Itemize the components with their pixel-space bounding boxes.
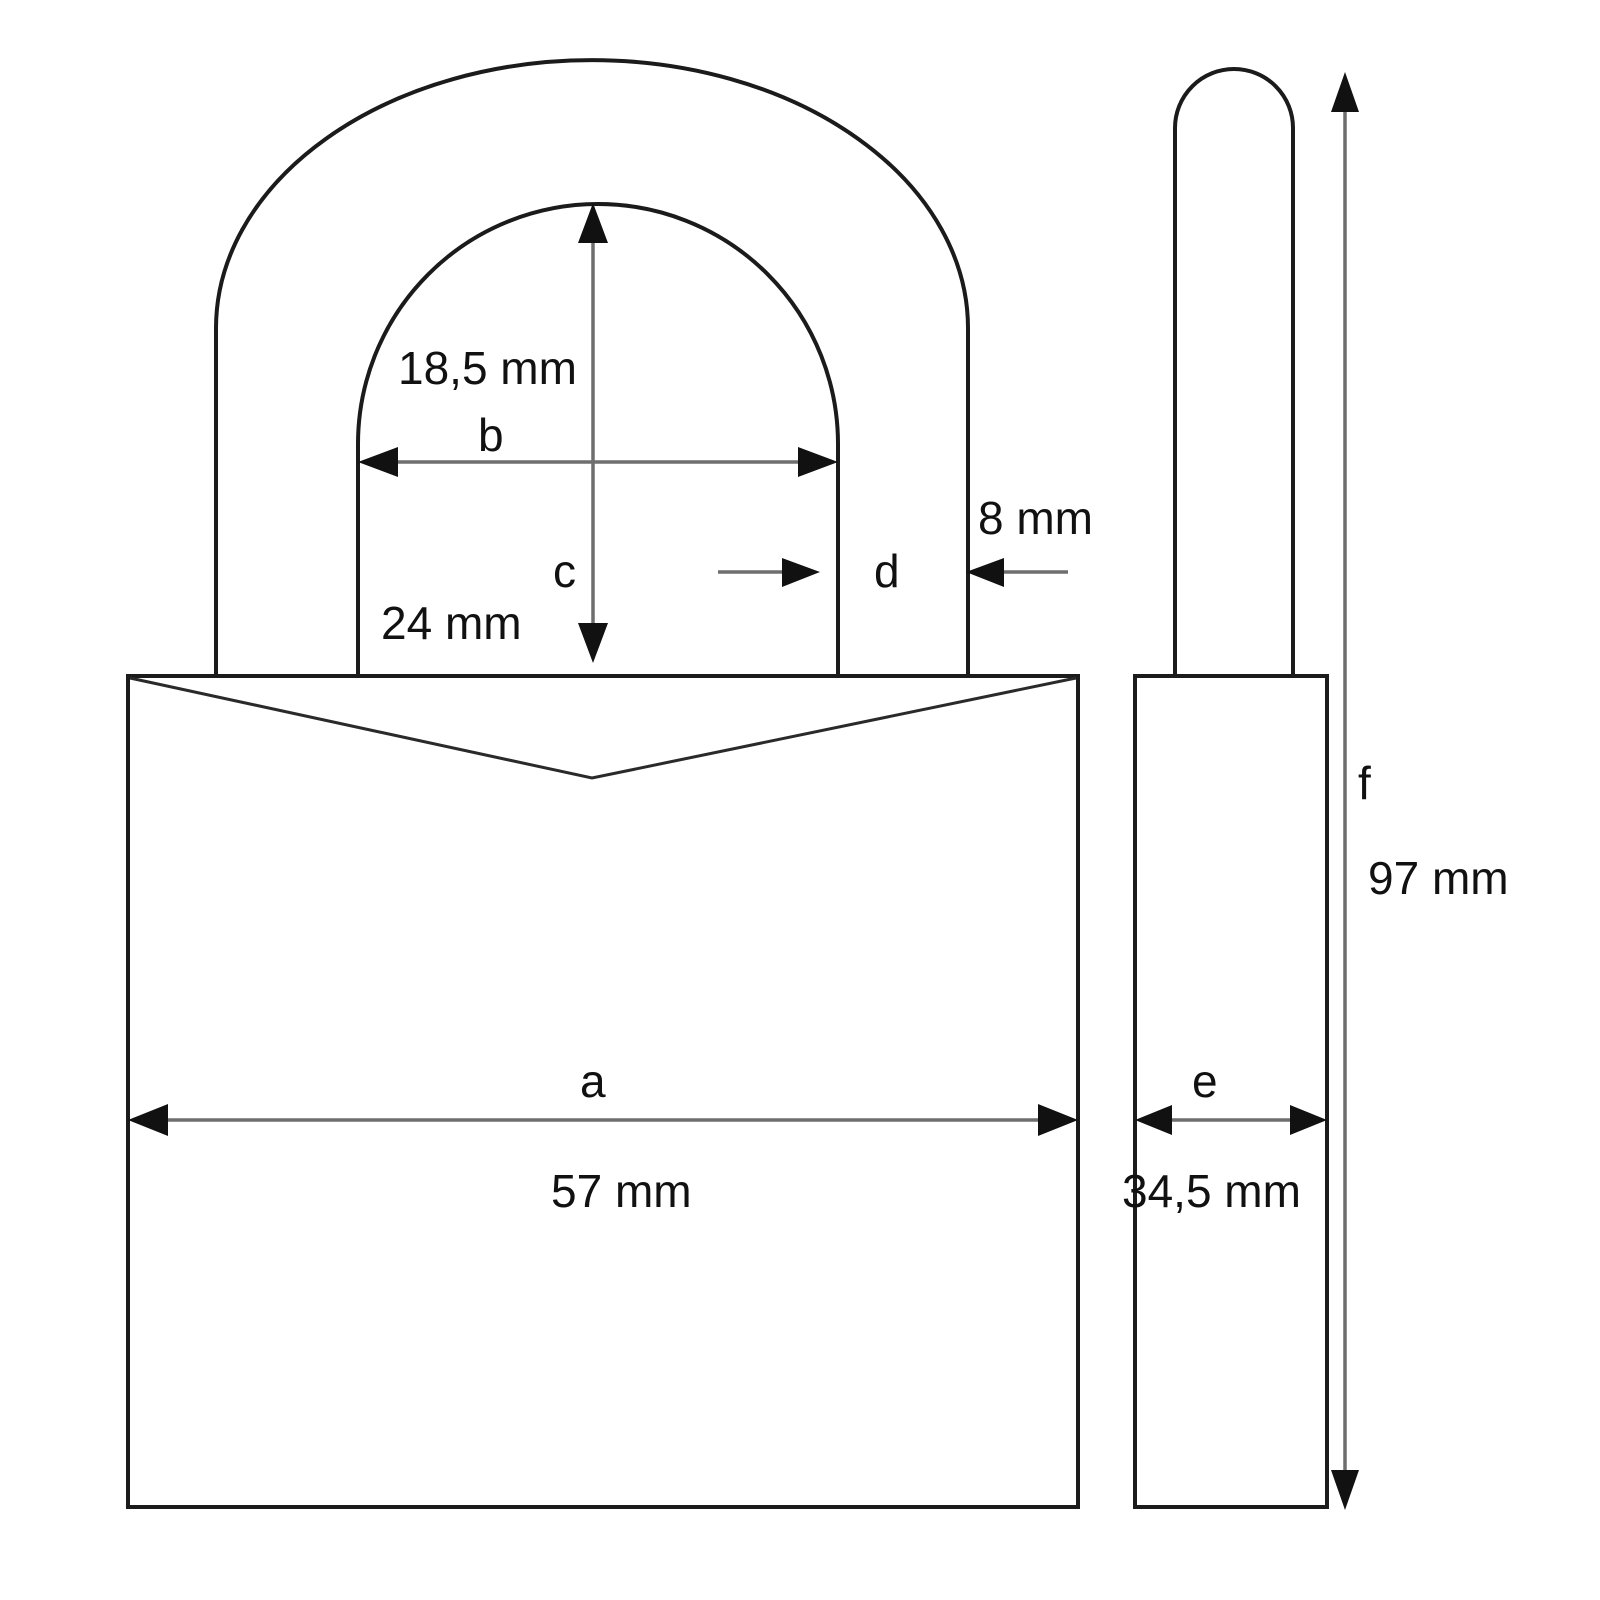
dimension-c-value: 24 mm (381, 597, 522, 649)
dimension-b-value: 18,5 mm (398, 342, 577, 394)
front-shackle-inner (356, 202, 840, 676)
front-body (126, 674, 1080, 1509)
dimension-d-line (718, 558, 1068, 587)
dimension-b-line (358, 447, 838, 477)
dimension-a-letter: a (580, 1055, 606, 1107)
side-shackle (1173, 67, 1295, 676)
dimension-c-line (578, 203, 608, 663)
dimension-e-value: 34,5 mm (1122, 1165, 1301, 1217)
side-view (1133, 67, 1329, 1509)
front-body-bevel (129, 676, 1077, 780)
dimension-f-value: 97 mm (1368, 852, 1509, 904)
front-shackle-outer (214, 58, 970, 676)
dimension-d-value: 8 mm (978, 492, 1093, 544)
dimension-a-value: 57 mm (551, 1165, 692, 1217)
dimension-e-letter: e (1192, 1055, 1218, 1107)
dimension-f-letter: f (1358, 757, 1371, 809)
dimension-f-line (1331, 72, 1359, 1510)
dimension-a-line (128, 1104, 1078, 1136)
front-view (126, 58, 1080, 1509)
dimension-d-letter: d (874, 545, 900, 597)
side-body (1133, 674, 1329, 1509)
dimension-b-letter: b (478, 409, 504, 461)
dimension-c-letter: c (553, 545, 576, 597)
dimension-e-line (1135, 1105, 1327, 1135)
